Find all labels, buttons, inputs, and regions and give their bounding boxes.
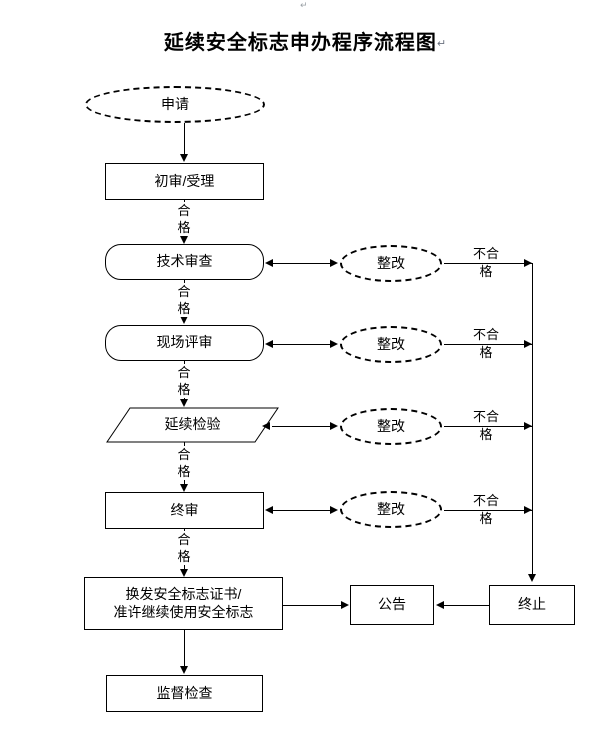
edge-rectify4-to-terminate	[444, 510, 532, 511]
edge-final-rectify-arrow-left	[265, 506, 273, 514]
edge-label-fail-4-line2: 格	[479, 511, 493, 526]
node-rectify-2-label: 整改	[377, 335, 405, 352]
page-title: 延续安全标志申办程序流程图↵	[0, 26, 611, 55]
edge-onsite-rectify-arrow-right	[330, 340, 338, 348]
edge-label-pass-3-c2: 格	[177, 382, 191, 397]
edge-label-pass-3: 合 格	[174, 364, 194, 398]
edge-rectify4-to-terminate-arrow	[524, 506, 532, 514]
edge-intake-to-tech-arrow	[180, 236, 188, 244]
edge-terminate-to-notice-arrow	[436, 601, 444, 609]
node-final-review-label: 终审	[170, 501, 199, 518]
node-intake[interactable]: 初审/受理	[105, 163, 264, 200]
node-rectify-4-label: 整改	[377, 500, 405, 517]
edge-label-pass-1-c1: 合	[177, 203, 191, 218]
node-issue-certificate-line2: 准许继续使用安全标志	[113, 603, 254, 620]
edge-issue-to-supervise-arrow	[180, 666, 188, 674]
edge-label-fail-4-line1: 不合	[472, 493, 499, 508]
node-intake-label: 初审/受理	[154, 172, 215, 189]
node-announcement[interactable]: 公告	[350, 585, 434, 625]
node-technical-review[interactable]: 技术审查	[105, 244, 264, 280]
page-title-text: 延续安全标志申办程序流程图	[163, 32, 437, 54]
edge-label-fail-2-line1: 不合	[472, 327, 499, 342]
edge-tech-rectify-arrow-left	[265, 259, 273, 267]
node-rectify-1[interactable]: 整改	[340, 245, 442, 282]
edge-tech-to-onsite-arrow	[180, 316, 188, 324]
edge-label-fail-2-line2: 格	[479, 345, 493, 360]
node-apply-label: 申请	[161, 95, 189, 112]
edge-label-fail-1-line2: 格	[479, 264, 493, 279]
edge-final-rectify-arrow-right	[330, 506, 338, 514]
node-rectify-4[interactable]: 整改	[340, 491, 442, 528]
node-terminate[interactable]: 终止	[489, 585, 575, 625]
edge-right-spine-arrow	[528, 574, 536, 582]
edge-onsite-to-inspect-arrow	[180, 399, 188, 407]
node-onsite-review-label: 现场评审	[156, 334, 213, 351]
edge-right-spine	[532, 263, 533, 576]
edge-onsite-rectify	[272, 344, 336, 345]
edge-label-pass-4-c1: 合	[177, 447, 191, 462]
edge-label-pass-5-c2: 格	[177, 549, 191, 564]
edge-inspect-to-final-arrow	[180, 484, 188, 492]
edge-label-pass-4-c2: 格	[177, 464, 191, 479]
edge-label-fail-3-line2: 格	[479, 427, 493, 442]
edge-rectify2-to-terminate-arrow	[524, 340, 532, 348]
node-final-review[interactable]: 终审	[105, 492, 264, 529]
edge-label-fail-3-line1: 不合	[472, 409, 499, 424]
edge-label-pass-2: 合 格	[174, 283, 194, 317]
node-rectify-3[interactable]: 整改	[340, 408, 442, 445]
edge-inspect-rectify-arrow-right	[330, 422, 338, 430]
node-rectify-1-label: 整改	[377, 254, 405, 271]
node-renewal-inspection-label: 延续检验	[164, 416, 221, 433]
edge-label-pass-3-c1: 合	[177, 365, 191, 380]
paragraph-mark-title: ↵	[436, 38, 448, 51]
edge-label-pass-5: 合 格	[174, 531, 194, 565]
edge-label-pass-2-c1: 合	[177, 284, 191, 299]
edge-rectify3-to-terminate-arrow	[524, 422, 532, 430]
edge-rectify1-to-terminate	[444, 263, 532, 264]
edge-final-rectify	[272, 510, 336, 511]
edge-label-pass-1-c2: 格	[177, 220, 191, 235]
edge-issue-to-notice-arrow	[341, 601, 349, 609]
edge-label-pass-1: 合 格	[174, 202, 194, 236]
edge-rectify2-to-terminate	[444, 344, 532, 345]
edge-issue-to-supervise	[184, 630, 185, 669]
node-terminate-label: 终止	[518, 596, 546, 613]
node-rectify-2[interactable]: 整改	[340, 326, 442, 363]
edge-label-pass-2-c2: 格	[177, 301, 191, 316]
edge-apply-to-intake	[184, 123, 185, 155]
edge-rectify3-to-terminate	[444, 426, 532, 427]
edge-label-pass-5-c1: 合	[177, 532, 191, 547]
edge-tech-rectify-arrow-right	[330, 259, 338, 267]
node-announcement-label: 公告	[378, 596, 406, 613]
edge-onsite-rectify-arrow-left	[265, 340, 273, 348]
paragraph-mark-top: ↵	[300, 0, 308, 10]
parallelogram-shape	[106, 407, 279, 443]
node-onsite-review[interactable]: 现场评审	[105, 325, 264, 361]
node-supervision-inspection-label: 监督检查	[156, 684, 213, 701]
node-technical-review-label: 技术审查	[156, 253, 213, 270]
edge-apply-to-intake-arrow	[180, 154, 188, 162]
edge-inspect-rectify	[272, 426, 336, 427]
node-issue-certificate[interactable]: 换发安全标志证书/ 准许继续使用安全标志	[84, 577, 283, 630]
edge-label-fail-1-line1: 不合	[472, 246, 499, 261]
edge-tech-rectify	[272, 263, 336, 264]
edge-terminate-to-notice	[443, 605, 489, 606]
node-rectify-3-label: 整改	[377, 417, 405, 434]
node-issue-certificate-line1: 换发安全标志证书/	[125, 586, 242, 602]
node-apply[interactable]: 申请	[85, 86, 265, 123]
edge-rectify1-to-terminate-arrow	[524, 259, 532, 267]
edge-issue-to-notice	[283, 605, 343, 606]
edge-label-pass-4: 合 格	[174, 446, 194, 480]
node-supervision-inspection[interactable]: 监督检查	[106, 675, 263, 712]
edge-final-to-issue-arrow	[180, 569, 188, 577]
edge-inspect-rectify-arrow-left	[262, 422, 270, 430]
node-renewal-inspection[interactable]: 延续检验	[105, 406, 280, 444]
